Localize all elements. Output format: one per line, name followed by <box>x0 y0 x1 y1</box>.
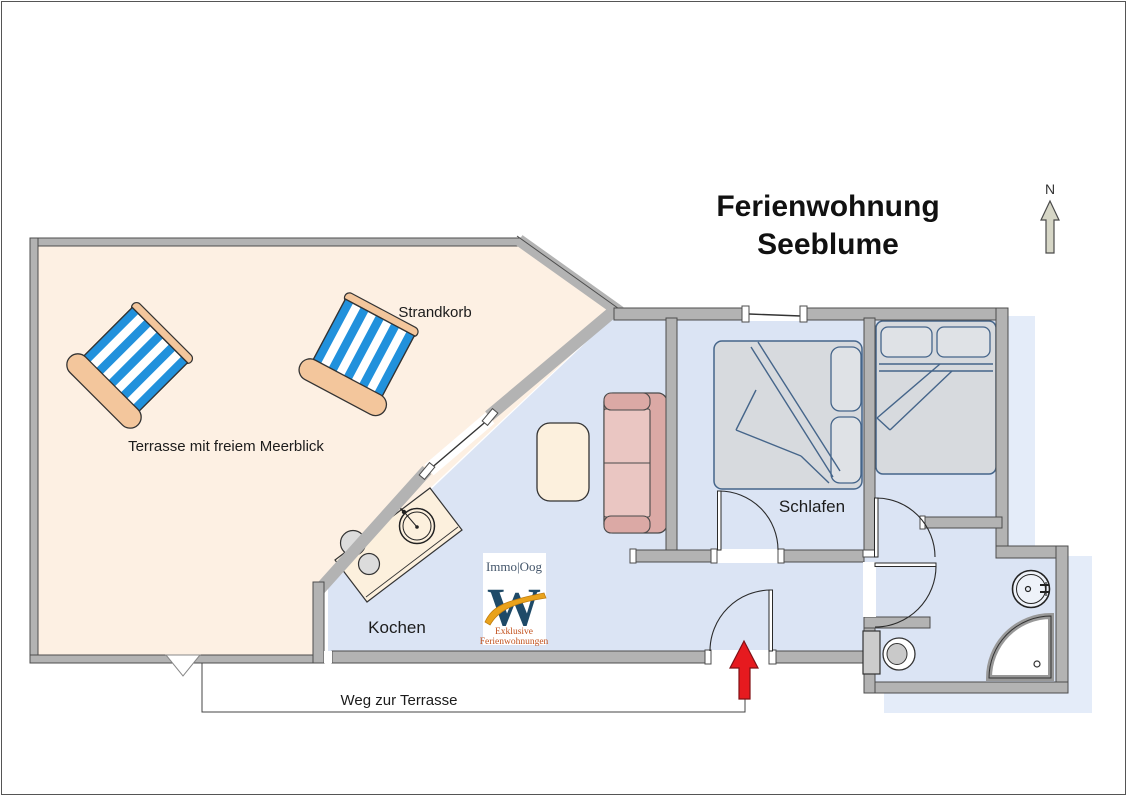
window-gap <box>748 307 801 321</box>
north-arrow: N <box>1040 181 1060 254</box>
door-opening <box>863 562 876 617</box>
apartment-walls <box>312 305 1069 694</box>
bathroom-door <box>874 562 937 628</box>
bed-2 <box>875 320 997 475</box>
logo-swoosh-icon <box>484 592 547 626</box>
pillow <box>830 416 862 484</box>
north-arrow-icon <box>1040 199 1060 254</box>
logo-monogram: W <box>487 577 541 637</box>
label-kochen: Kochen <box>368 618 426 637</box>
path-line <box>201 663 746 713</box>
entry-arrow <box>729 639 759 700</box>
sofa <box>603 392 668 534</box>
plan-shadow <box>884 316 1092 713</box>
bathroom-sink-icon <box>1011 569 1051 609</box>
plan-title-line2: Seeblume <box>757 228 899 261</box>
window-symbol <box>748 313 802 317</box>
bedroom2-door <box>874 497 936 558</box>
pillow <box>936 326 991 358</box>
logo-brand: Immo|Oog <box>486 559 543 574</box>
beach-chair-1 <box>66 301 194 429</box>
beach-chair-2 <box>298 292 419 417</box>
window-symbol <box>428 417 491 471</box>
label-strandkorb: Strandkorb <box>398 304 471 321</box>
path-notch <box>164 654 202 677</box>
shower-icon <box>985 612 1054 681</box>
openings <box>324 305 926 665</box>
kitchen-sink-icon <box>396 504 436 545</box>
doors <box>709 490 937 652</box>
label-terrasse: Terrasse mit freiem Meerblick <box>128 438 324 455</box>
terrace-path <box>164 654 746 713</box>
north-label: N <box>1045 181 1055 197</box>
label-schlafen: Schlafen <box>779 497 845 516</box>
logo: Immo|Oog W Exklusive Ferienwohnungen <box>480 553 549 647</box>
pillow <box>880 326 933 358</box>
toilet-icon <box>862 630 916 675</box>
label-weg-zur-terrasse: Weg zur Terrasse <box>341 692 458 709</box>
logo-tagline-1: Exklusive <box>495 627 533 637</box>
dining-table <box>536 422 590 502</box>
bed-1 <box>713 340 863 490</box>
blanket-fold <box>876 363 993 431</box>
plan-title-line1: Ferienwohnung <box>716 190 939 223</box>
blanket-fold <box>735 341 841 484</box>
door-opening <box>717 549 778 563</box>
logo-tagline-2: Ferienwohnungen <box>480 637 549 647</box>
pillow <box>830 346 862 412</box>
bedroom1-door <box>717 490 779 551</box>
entrance-door <box>709 589 773 652</box>
